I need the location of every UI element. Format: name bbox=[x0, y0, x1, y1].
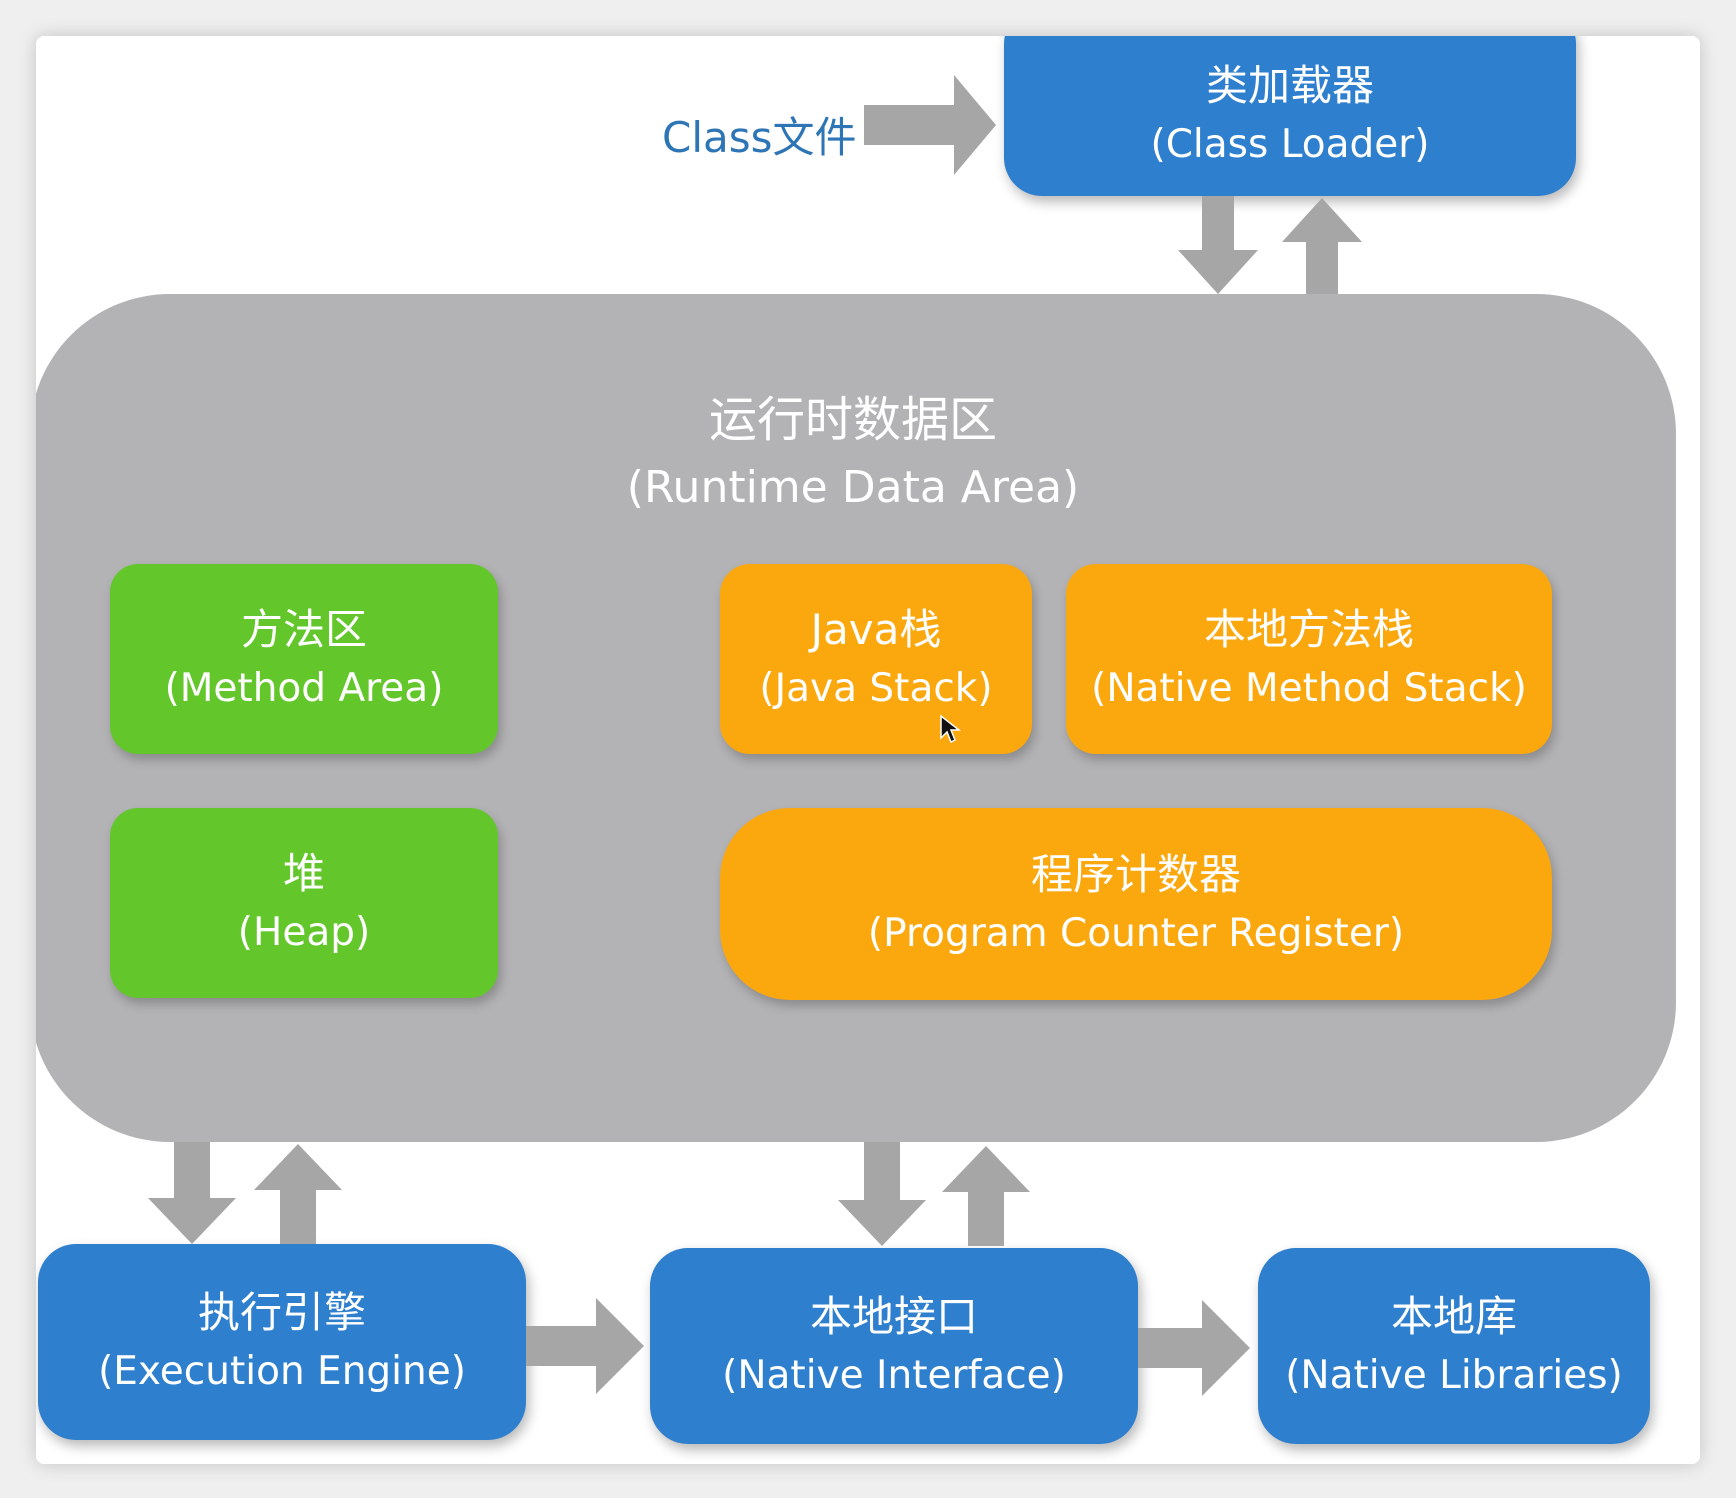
arrow-loader-to-runtime bbox=[1178, 196, 1258, 294]
native-method-stack-title: 本地方法栈 bbox=[1203, 605, 1414, 655]
class-loader-box: 类加载器 (Class Loader) bbox=[1004, 36, 1576, 196]
class-file-label: Class文件 bbox=[662, 113, 857, 162]
heap-title: 堆 bbox=[282, 849, 325, 899]
java-stack-subtitle: (Java Stack) bbox=[759, 666, 993, 712]
native-libraries-box: 本地库 (Native Libraries) bbox=[1258, 1248, 1650, 1444]
java-stack-box: Java栈 (Java Stack) bbox=[720, 564, 1032, 754]
runtime-data-area-title: 运行时数据区 (Runtime Data Area) bbox=[36, 386, 1676, 519]
execution-engine-title: 执行引擎 bbox=[197, 1288, 366, 1338]
class-loader-subtitle: (Class Loader) bbox=[1150, 122, 1430, 168]
native-method-stack-box: 本地方法栈 (Native Method Stack) bbox=[1066, 564, 1552, 754]
method-area-title: 方法区 bbox=[240, 605, 367, 655]
heap-subtitle: (Heap) bbox=[237, 910, 371, 956]
native-interface-box: 本地接口 (Native Interface) bbox=[650, 1248, 1138, 1444]
arrow-engine-to-runtime bbox=[254, 1144, 342, 1244]
runtime-data-area-title-en: (Runtime Data Area) bbox=[626, 461, 1080, 513]
native-libraries-subtitle: (Native Libraries) bbox=[1285, 1353, 1623, 1399]
arrow-interface-to-libraries bbox=[1138, 1300, 1250, 1396]
arrow-runtime-to-loader bbox=[1282, 198, 1362, 294]
connector-arrows bbox=[148, 75, 1362, 1396]
runtime-data-area-title-cn: 运行时数据区 bbox=[708, 392, 997, 448]
execution-engine-box: 执行引擎 (Execution Engine) bbox=[38, 1244, 526, 1440]
class-loader-title: 类加载器 bbox=[1205, 61, 1374, 111]
arrow-interface-to-runtime bbox=[942, 1146, 1030, 1246]
arrow-engine-to-interface bbox=[526, 1298, 644, 1394]
method-area-subtitle: (Method Area) bbox=[164, 666, 444, 712]
arrow-runtime-to-engine bbox=[148, 1142, 236, 1244]
pc-register-title: 程序计数器 bbox=[1030, 850, 1241, 900]
native-interface-title: 本地接口 bbox=[809, 1292, 978, 1342]
native-interface-subtitle: (Native Interface) bbox=[722, 1353, 1066, 1399]
mouse-cursor-icon bbox=[940, 714, 961, 744]
arrow-runtime-to-interface bbox=[838, 1142, 926, 1246]
runtime-data-area: 运行时数据区 (Runtime Data Area) 方法区 (Method A… bbox=[36, 294, 1676, 1142]
method-area-box: 方法区 (Method Area) bbox=[110, 564, 498, 754]
heap-box: 堆 (Heap) bbox=[110, 808, 498, 998]
native-method-stack-subtitle: (Native Method Stack) bbox=[1091, 666, 1527, 712]
execution-engine-subtitle: (Execution Engine) bbox=[98, 1349, 466, 1395]
jvm-architecture-diagram: Class文件 类加载器 (Class Loader) 运行时数据区 (Runt… bbox=[36, 36, 1700, 1464]
pc-register-subtitle: (Program Counter Register) bbox=[867, 911, 1405, 957]
arrow-classfile-to-loader bbox=[864, 75, 996, 175]
native-libraries-title: 本地库 bbox=[1390, 1292, 1517, 1342]
pc-register-box: 程序计数器 (Program Counter Register) bbox=[720, 808, 1552, 1000]
java-stack-title: Java栈 bbox=[810, 605, 942, 655]
